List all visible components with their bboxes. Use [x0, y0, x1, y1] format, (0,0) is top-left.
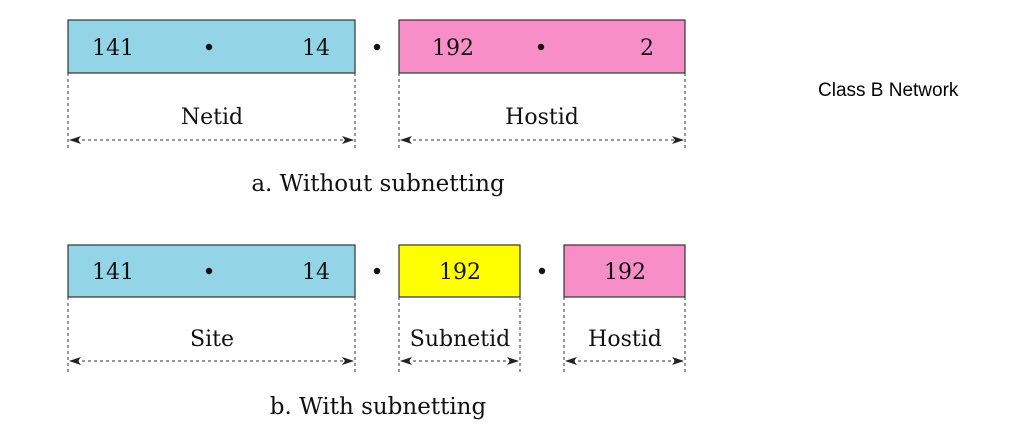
class-b-network-label: Class B Network [818, 80, 959, 101]
part-a-without-subnetting: 141 14 192 2 Netid Hostid a. Without sub… [67, 19, 686, 197]
site-octet-2: 14 [302, 260, 330, 285]
octet-separator-dot [205, 267, 213, 275]
netid-octet-2: 14 [302, 36, 330, 61]
netid-label: Netid [181, 105, 243, 130]
octet-separator-dot [205, 43, 213, 51]
subnetid-octet: 192 [439, 260, 481, 285]
caption-a: a. Without subnetting [251, 171, 505, 197]
site-octet-1: 141 [92, 260, 134, 285]
part-b-with-subnetting: 141 14 192 192 Site Subnetid Hostid b. W… [67, 244, 686, 420]
subnetid-label: Subnetid [410, 327, 510, 352]
hostid-octet-1: 192 [432, 36, 474, 61]
netid-octet-1: 141 [92, 36, 134, 61]
hostid-label: Hostid [505, 105, 579, 130]
octet-separator-dot [373, 43, 381, 51]
hostid-octet-2: 2 [640, 36, 654, 61]
caption-b: b. With subnetting [270, 394, 487, 420]
hostid-box-b [563, 244, 686, 298]
octet-separator-dot [537, 43, 545, 51]
site-label: Site [190, 327, 234, 352]
octet-separator-dot [373, 267, 381, 275]
octet-separator-dot [538, 267, 546, 275]
hostid-octet-b: 192 [604, 260, 646, 285]
subnetid-box [398, 244, 521, 298]
hostid-label-b: Hostid [588, 327, 662, 352]
